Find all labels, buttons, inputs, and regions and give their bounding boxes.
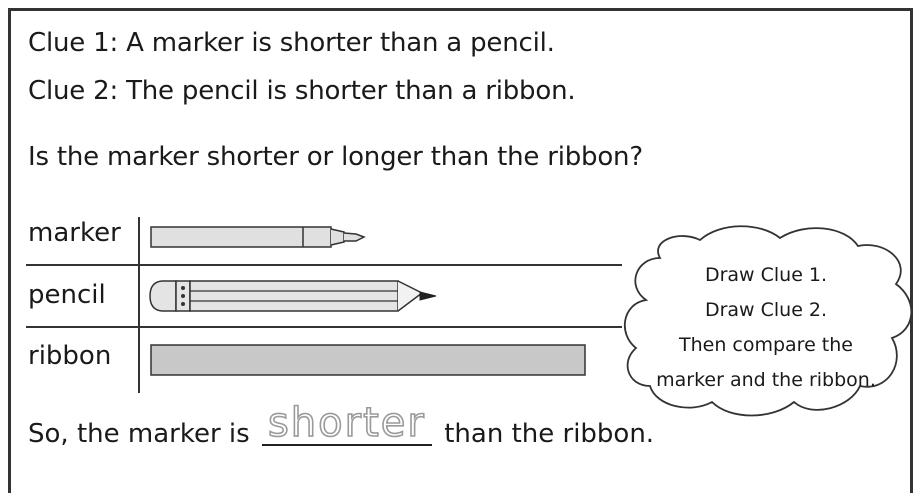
- clue-1: Clue 1: A marker is shorter than a penci…: [28, 28, 555, 58]
- question: Is the marker shorter or longer than the…: [28, 142, 643, 172]
- answer-traced-word: shorter: [267, 399, 426, 447]
- row-label-pencil: pencil: [28, 280, 106, 310]
- answer-suffix: than the ribbon.: [444, 419, 655, 449]
- hint-line-3: Then compare the: [678, 334, 853, 356]
- marker-drawing: [150, 226, 366, 248]
- clue-2: Clue 2: The pencil is shorter than a rib…: [28, 76, 576, 106]
- pencil-drawing: [149, 280, 437, 312]
- hint-line-1: Draw Clue 1.: [704, 264, 828, 286]
- hint-cloud: [623, 225, 913, 417]
- answer-blank[interactable]: shorter: [261, 399, 432, 447]
- ribbon-bar: [150, 344, 586, 376]
- row-label-marker: marker: [28, 218, 121, 248]
- answer-sentence: So, the marker is shorter than the ribbo…: [28, 399, 655, 449]
- hint-line-2: Draw Clue 2.: [704, 299, 828, 321]
- hint-line-4: marker and the ribbon.: [656, 369, 876, 391]
- row-label-ribbon: ribbon: [28, 341, 112, 371]
- worksheet-frame: [8, 8, 913, 493]
- answer-prefix: So, the marker is: [28, 419, 250, 449]
